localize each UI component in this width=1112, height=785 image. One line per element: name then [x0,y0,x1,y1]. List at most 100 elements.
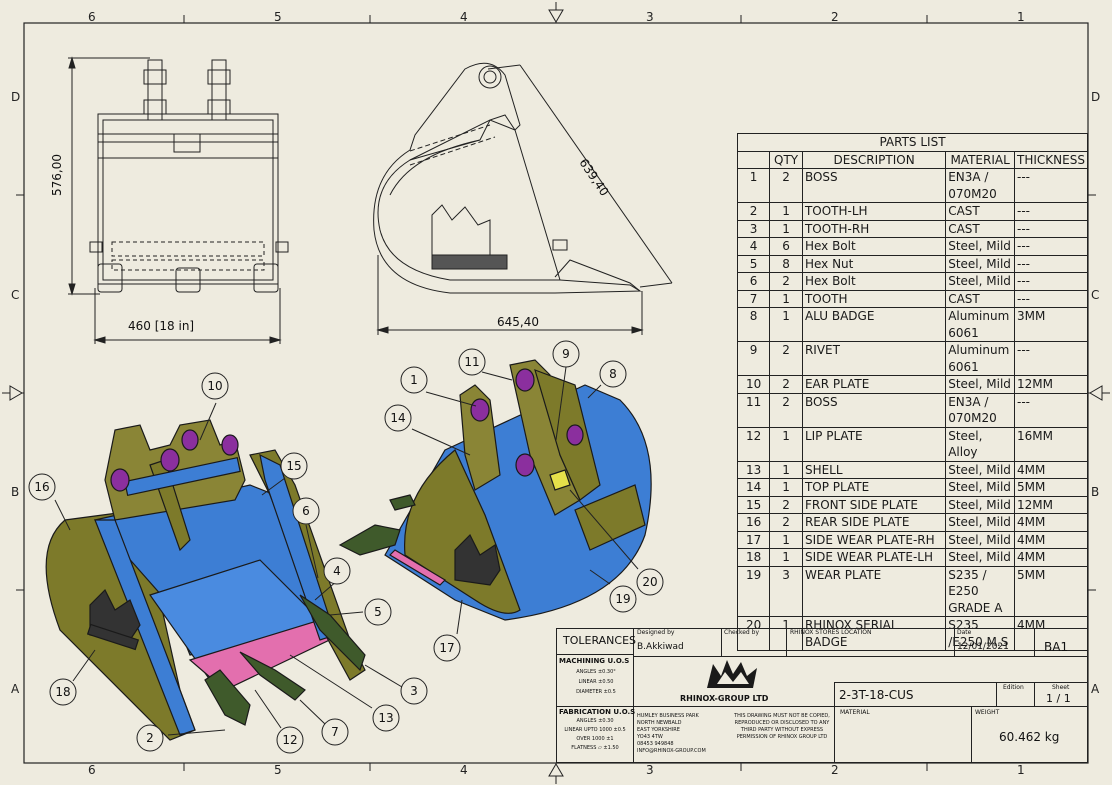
balloon-circle [599,360,627,388]
balloon-label: 1 [410,373,418,387]
parts-cell-qty: 2 [769,513,803,532]
parts-cell-qty: 1 [769,478,803,497]
balloon-label: 9 [562,347,570,361]
balloon-circle [321,718,349,746]
balloon-label: 15 [286,459,301,473]
balloon-circle [28,473,56,501]
address-line: INFO@RHINOX-GROUP.COM [637,748,706,754]
sheet-label: Sheet [1052,684,1070,691]
parts-cell-qty: 2 [769,272,803,291]
parts-cell-desc: SIDE WEAR PLATE-RH [801,530,947,549]
dimension-width: 460 [18 in] [128,319,195,333]
parts-cell-mat: Steel, Mild [945,513,1016,532]
parts-cell-no: 5 [736,254,771,273]
date-value: 12/01/2021 [957,642,1009,652]
balloon-label: 8 [609,367,617,381]
parts-cell-thk: 16MM [1014,426,1088,462]
zone-letter: C [1091,288,1100,302]
parts-cell-no: 15 [736,495,771,514]
balloon-label: 3 [410,684,418,698]
zone-letter: A [1091,682,1100,696]
zone-number: 3 [646,10,654,24]
designed-by-value: B.Akkiwad [637,642,684,652]
parts-cell-desc: ALU BADGE [801,307,947,342]
parts-cell-no: 9 [736,341,771,376]
parts-cell-mat: Steel, Mild [945,254,1016,273]
balloon-label: 17 [439,641,454,655]
balloon-circle [49,678,77,706]
parts-cell-qty: 2 [769,168,803,203]
balloon-label: 14 [390,411,405,425]
balloon-label: 10 [207,379,222,393]
parts-cell-no: 6 [736,272,771,291]
side-view-drawing [373,62,673,335]
parts-cell-thk: 3MM [1014,307,1088,342]
front-view-drawing [68,56,289,344]
zone-number: 4 [460,763,468,777]
parts-cell-qty: 2 [769,375,803,394]
parts-cell-no: 2 [736,202,771,221]
balloon-label: 16 [34,480,49,494]
parts-cell-qty: 1 [769,548,803,567]
parts-cell-thk: 12MM [1014,375,1088,394]
sheet-code: BA1 [1044,640,1069,654]
balloon-label: 12 [282,733,297,747]
parts-cell-thk: 4MM [1014,530,1088,549]
parts-cell-mat: Steel, Mild [945,530,1016,549]
parts-cell-mat: Steel, Mild [945,237,1016,256]
fabrication-line: OVER 1000 ±1 [576,736,614,742]
parts-cell-mat: Aluminum 6061 [945,307,1016,342]
parts-cell-no: 11 [736,392,771,428]
zone-letter: B [11,485,20,499]
parts-list-table: PARTS LIST QTY DESCRIPTION MATERIAL THIC… [736,133,1088,651]
parts-cell-desc: EAR PLATE [801,375,947,394]
parts-cell-thk: 4MM [1014,513,1088,532]
balloon-label: 20 [642,575,657,589]
parts-cell-mat: Steel, Mild [945,272,1016,291]
parts-cell-desc: BOSS [801,392,947,428]
parts-cell-no: 10 [736,375,771,394]
zone-letter: C [11,288,20,302]
designed-by-label: Designed by [637,629,675,636]
notice-block: THIS DRAWING MUST NOT BE COPIED, REPRODU… [732,713,832,741]
parts-cell-mat: Steel, Mild [945,375,1016,394]
notice-line: THIS DRAWING MUST NOT BE COPIED, [734,713,830,719]
address-line: HUMLEY BUSINESS PARK [637,713,699,719]
notice-line: THIRD PARTY WITHOUT EXPRESS [740,727,824,733]
parts-cell-desc: Hex Bolt [801,237,947,256]
zone-letter: B [1091,485,1100,499]
dimension-length: 645,40 [497,315,539,329]
parts-cell-qty: 8 [769,254,803,273]
address-block: HUMLEY BUSINESS PARK NORTH NEWBALD EAST … [637,713,727,755]
parts-cell-qty: 2 [769,495,803,514]
fabrication-title: FABRICATION U.O.S [559,708,636,716]
parts-cell-no: 13 [736,460,771,479]
parts-cell-mat: CAST [945,219,1016,238]
balloon-label: 5 [374,605,382,619]
balloon-circle [384,404,412,432]
address-line: 08453 949848 [637,741,674,747]
zone-number: 2 [831,763,839,777]
zone-number: 2 [831,10,839,24]
balloon-circle [292,497,320,525]
isometric-view-rear [338,359,652,621]
balloon-circle [372,704,400,732]
balloon-circle [323,557,351,585]
balloon-circle [280,452,308,480]
parts-list-title: PARTS LIST [737,133,1088,152]
company-name: RHINOX-GROUP LTD [680,694,769,703]
parts-cell-no: 18 [736,548,771,567]
parts-cell-desc: SHELL [801,460,947,479]
parts-cell-thk: --- [1014,237,1088,256]
